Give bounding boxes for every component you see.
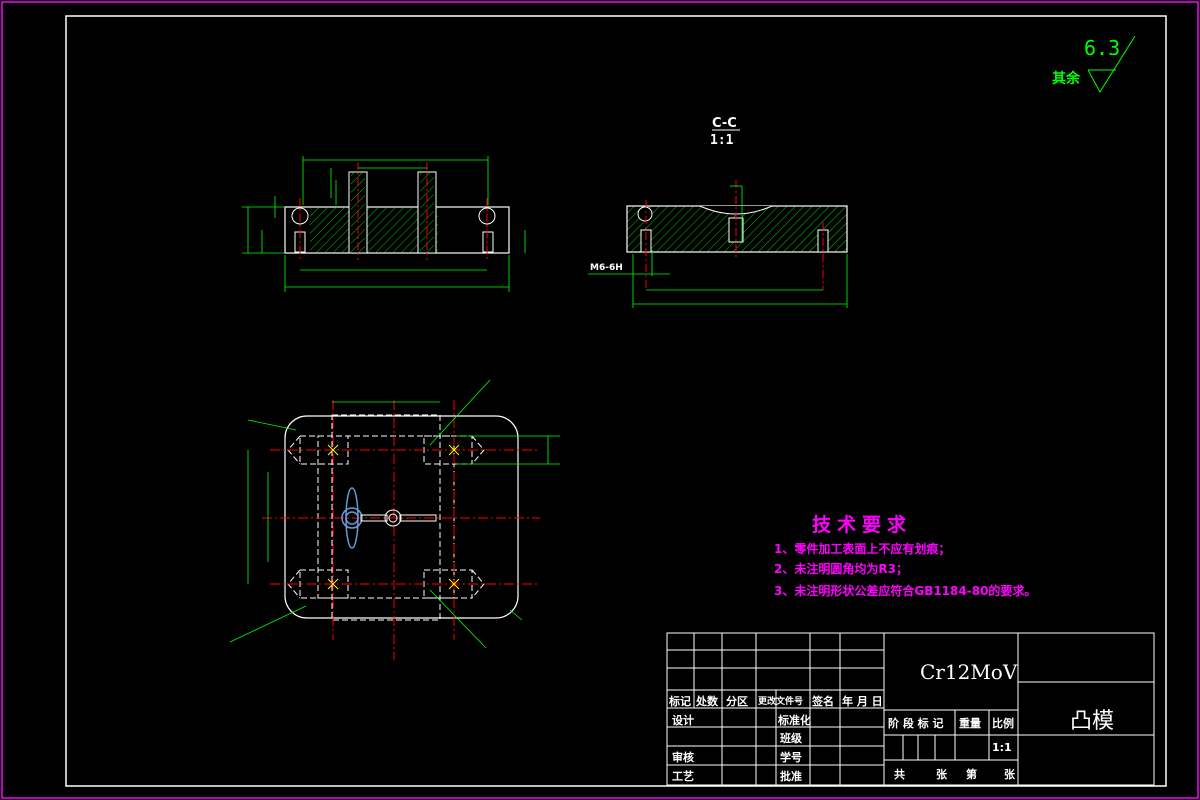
role-review: 审核 — [672, 751, 694, 764]
section-scale: 1:1 — [710, 133, 734, 148]
sheet-number: 第 — [966, 768, 977, 781]
role-class: 班级 — [780, 732, 802, 745]
role-standard: 标准化 — [778, 714, 811, 727]
roughness-label: 其余 — [1052, 71, 1080, 87]
role-design: 设计 — [672, 714, 694, 727]
front-view — [242, 156, 526, 292]
roughness-value: 6.3 — [1084, 36, 1121, 60]
sheet-sheet: 张 — [1004, 768, 1015, 781]
inner-frame — [65, 15, 1167, 787]
punch-shape — [341, 487, 363, 549]
tech-requirement-1: 1、零件加工表面上不应有划痕； — [774, 542, 951, 556]
title-block — [666, 632, 1155, 786]
sheet-sheets: 张 — [936, 768, 947, 781]
role-approve: 批准 — [780, 770, 802, 783]
rev-header-date: 年 月 日 — [842, 695, 883, 708]
scale-header: 比例 — [992, 717, 1014, 730]
tech-requirements-title: 技术要求 — [812, 514, 913, 536]
rev-header-sign: 签名 — [812, 695, 834, 708]
weight-header: 重量 — [959, 717, 981, 730]
role-student-id: 学号 — [780, 751, 802, 764]
scale-value: 1:1 — [992, 741, 1012, 754]
part-name: 凸模 — [1070, 709, 1115, 734]
rev-header-doc: 更改文件号 — [758, 697, 804, 707]
section-view — [588, 129, 848, 308]
section-label: C-C — [712, 116, 737, 131]
tech-requirement-2: 2、未注明圆角均为R3； — [774, 562, 908, 576]
rev-header-mark: 标记 — [669, 695, 691, 708]
rev-header-zone: 分区 — [726, 695, 748, 708]
stage-header: 阶 段 标 记 — [888, 717, 944, 730]
thread-label: M6-6H — [590, 263, 623, 273]
sheet-total: 共 — [894, 768, 905, 781]
rev-header-count: 处数 — [696, 695, 718, 708]
material-label: Cr12MoV — [920, 660, 1018, 684]
role-process: 工艺 — [672, 770, 694, 783]
roughness-symbol — [1087, 35, 1136, 93]
tech-requirement-3: 3、未注明形状公差应符合GB1184-80的要求。 — [774, 584, 1037, 598]
top-view — [229, 379, 560, 660]
